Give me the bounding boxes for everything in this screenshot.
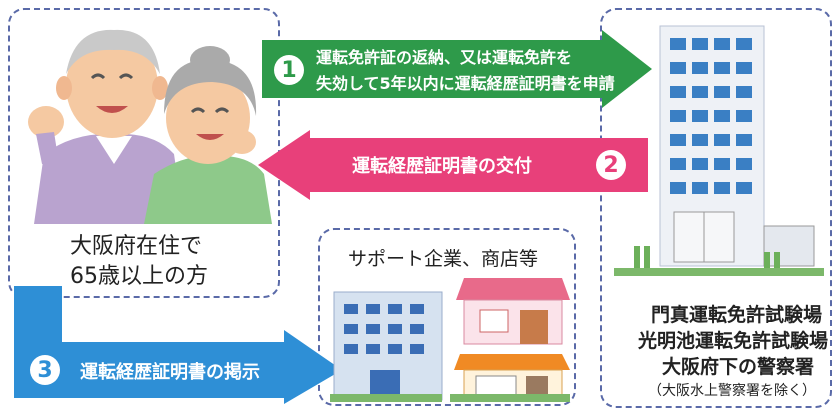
step-2-text: 運転経歴証明書の交付 <box>352 156 532 177</box>
support-title: サポート企業、商店等 <box>348 248 539 270</box>
police-building-illustration <box>614 25 824 276</box>
step-3-text: 運転経歴証明書の掲示 <box>80 362 260 383</box>
stores-illustration <box>330 278 570 402</box>
office-line2: 光明池運転免許試験場 <box>637 330 828 352</box>
step-2-arrow <box>258 130 648 200</box>
support-box <box>318 228 576 406</box>
step-1-number: 1 <box>274 55 304 85</box>
step-3-arrow <box>14 286 342 404</box>
office-line3: 大阪府下の警察署 <box>661 356 814 378</box>
resident-label-line1: 大阪府在住で <box>70 234 203 259</box>
step-1-text-line1: 運転免許証の返納、又は運転免許を <box>316 48 573 67</box>
elderly-couple-illustration <box>28 29 272 224</box>
step-1-text-line2: 失効して5年以内に運転経歴証明書を申請 <box>316 74 615 93</box>
step-3-number: 3 <box>30 355 60 385</box>
office-line1: 門真運転免許試験場 <box>650 304 822 326</box>
resident-label-line2: 65歳以上の方 <box>70 264 208 289</box>
office-note: （大阪水上警察署を除く） <box>648 383 816 399</box>
office-box <box>600 8 832 408</box>
step-2-number: 2 <box>596 150 626 180</box>
step-1-arrow <box>262 30 652 108</box>
